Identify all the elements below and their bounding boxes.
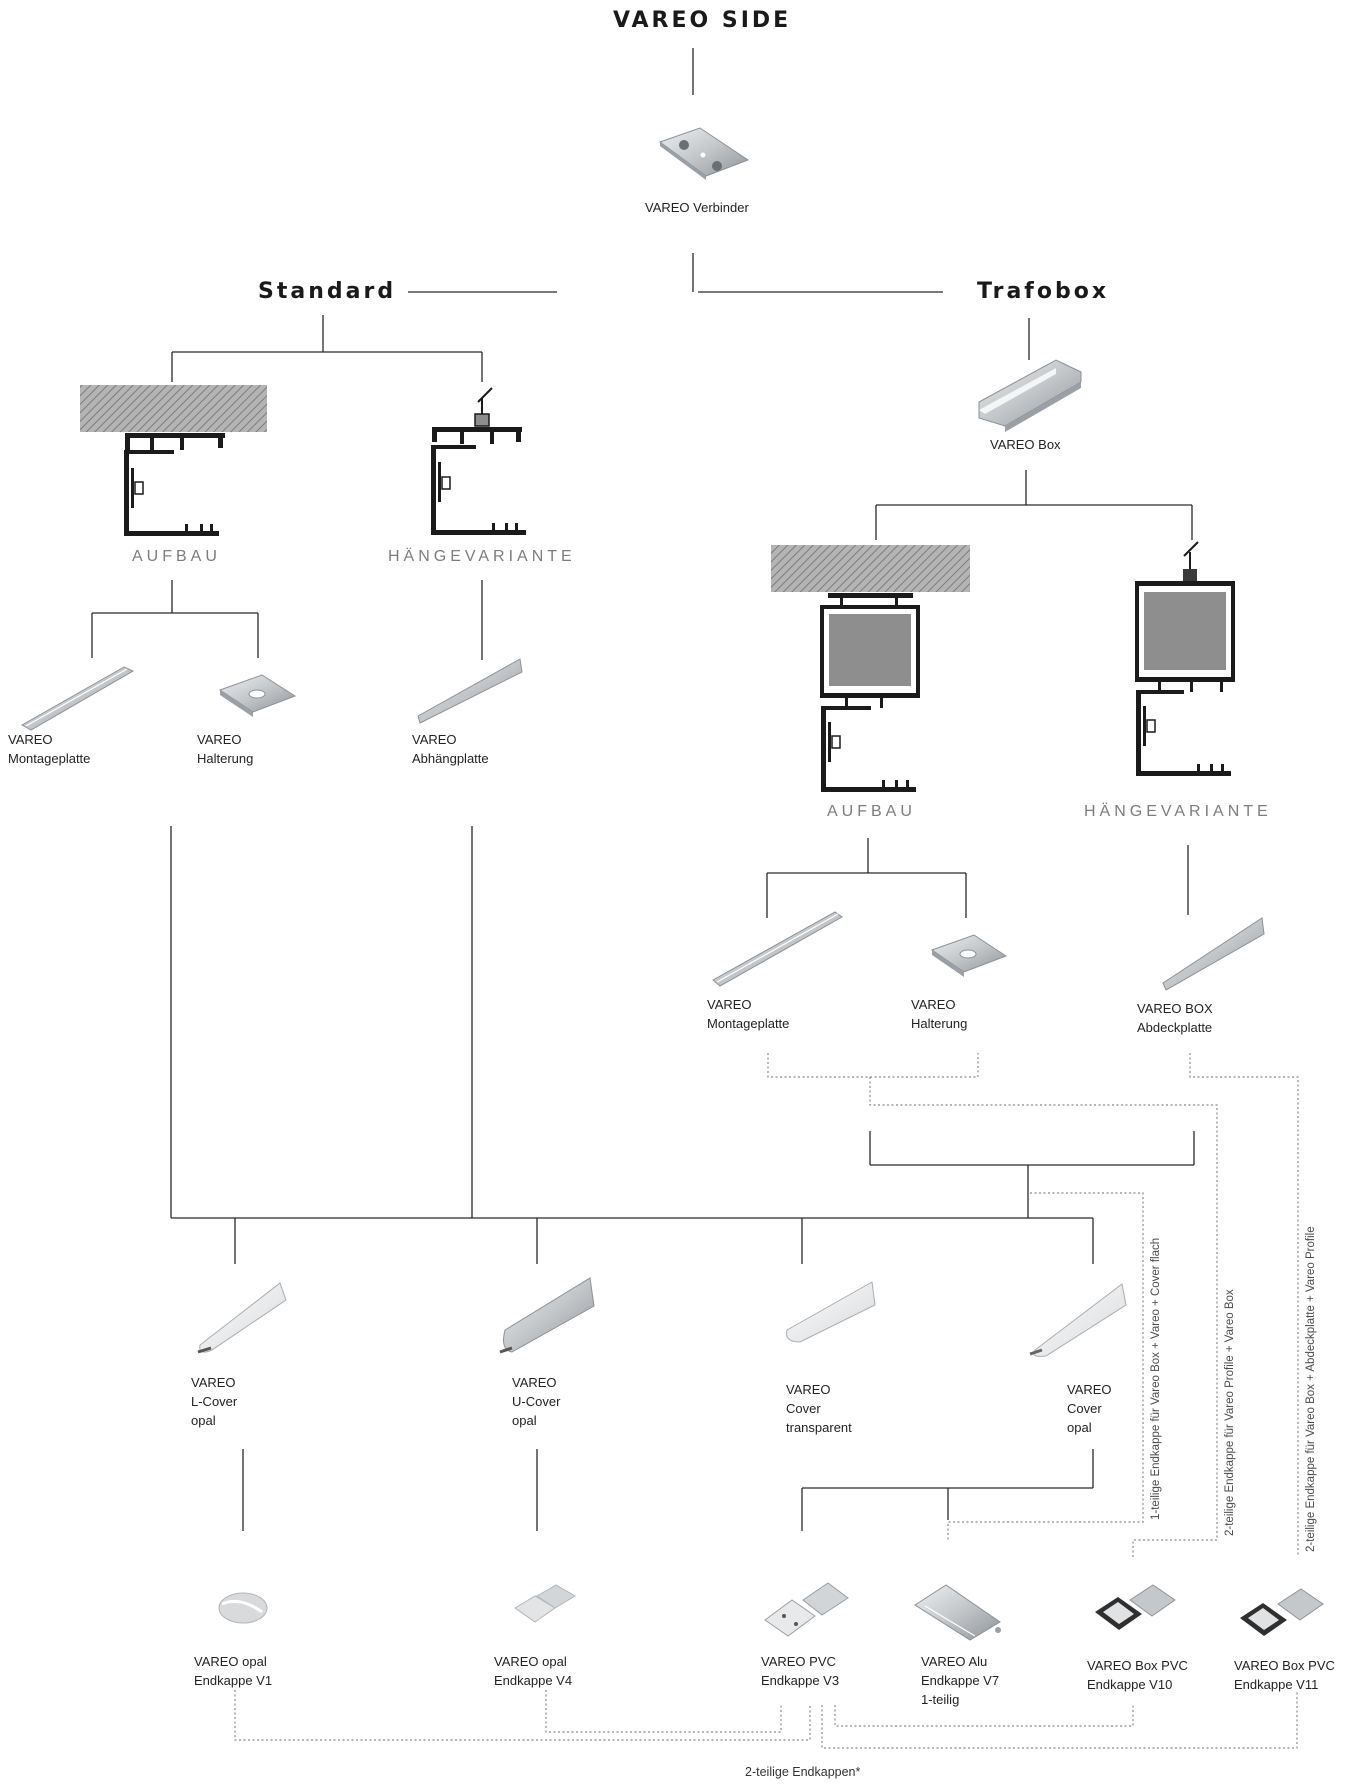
endkappe-v7-label: VAREO Alu Endkappe V7 1-teilig <box>921 1654 1000 1707</box>
tb-halterung-label: VAREO Halterung <box>911 997 968 1031</box>
vareo-box-image <box>978 359 1082 432</box>
main-title: VAREO SIDE <box>613 8 792 33</box>
abhaengplatte-label: VAREO Abhängplatte <box>412 732 489 766</box>
tb-halterung-image <box>930 934 1008 977</box>
l-cover-label: VAREO L-Cover opal <box>191 1375 238 1428</box>
abhaengplatte-image <box>417 658 523 724</box>
std-aufbau-label: AUFBAU <box>132 548 221 565</box>
standard-title: Standard <box>258 279 397 304</box>
u-cover-image <box>499 1277 595 1354</box>
tb-haenge-profile <box>1135 541 1235 776</box>
cover-opal-image <box>1029 1283 1127 1357</box>
endkappe-v4-image <box>514 1584 576 1623</box>
endkappe-v10-label: VAREO Box PVC Endkappe V10 <box>1087 1658 1188 1692</box>
dotted-lines <box>234 1053 1299 1749</box>
std-aufbau-profile <box>80 385 267 536</box>
box-abdeckplatte-label: VAREO BOX Abdeckplatte <box>1137 1001 1213 1035</box>
endkappe-v11-image <box>1240 1588 1324 1636</box>
std-montageplatte-label: VAREO Montageplatte <box>8 732 91 766</box>
cover-opal-label: VAREO Cover opal <box>1067 1382 1112 1435</box>
footer-note: 2-teilige Endkappen* <box>745 1765 861 1779</box>
trafobox-title: Trafobox <box>977 279 1110 304</box>
u-cover-label: VAREO U-Cover opal <box>512 1375 561 1428</box>
endkappe-v10-image <box>1095 1584 1176 1630</box>
cover-transparent-label: VAREO Cover transparent <box>786 1382 852 1435</box>
l-cover-image <box>197 1282 287 1354</box>
verbinder-label: VAREO Verbinder <box>645 200 749 215</box>
tb-haenge-label: HÄNGEVARIANTE <box>1084 803 1272 820</box>
tb-montageplatte-label: VAREO Montageplatte <box>707 997 790 1031</box>
endkappe-v3-label: VAREO PVC Endkappe V3 <box>761 1654 840 1688</box>
note-2-teilig-box-abdeck: 2-teilige Endkappe für Vareo Box + Abdec… <box>1305 1226 1317 1552</box>
std-haenge-label: HÄNGEVARIANTE <box>388 548 576 565</box>
note-1-teilig: 1-teilige Endkappe für Vareo Box + Vareo… <box>1150 1237 1162 1520</box>
endkappe-v1-image <box>218 1592 268 1624</box>
endkappe-v1-label: VAREO opal Endkappe V1 <box>194 1654 273 1688</box>
std-haenge-profile <box>431 387 526 535</box>
tree-lines <box>91 48 1195 1531</box>
tb-aufbau-label: AUFBAU <box>827 803 916 820</box>
endkappe-v7-image <box>914 1584 1001 1641</box>
tb-montageplatte-image <box>712 911 843 987</box>
endkappe-v3-image <box>764 1582 849 1637</box>
note-2-teilig-profile-box: 2-teilige Endkappe für Vareo Profile + V… <box>1224 1289 1236 1536</box>
tb-aufbau-profile <box>771 545 970 792</box>
endkappe-v11-label: VAREO Box PVC Endkappe V11 <box>1234 1658 1335 1692</box>
box-abdeckplatte-image <box>1162 917 1265 991</box>
verbinder-image <box>658 127 750 180</box>
std-halterung-image <box>218 674 297 717</box>
std-montageplatte-image <box>20 666 135 731</box>
box-label: VAREO Box <box>990 437 1061 452</box>
std-halterung-label: VAREO Halterung <box>197 732 254 766</box>
endkappe-v4-label: VAREO opal Endkappe V4 <box>494 1654 573 1688</box>
cover-transparent-image <box>786 1281 876 1343</box>
